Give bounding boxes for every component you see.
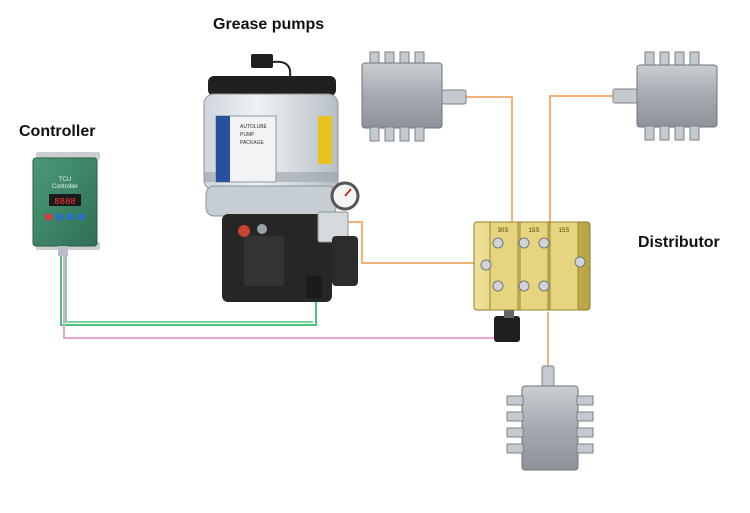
pump-motor-side xyxy=(332,236,358,286)
distributor-mark-3: 15S xyxy=(559,228,570,234)
divider-valve-bottom xyxy=(506,365,594,471)
distributor-switch xyxy=(494,316,520,342)
distributor-mark-2: 15S xyxy=(529,228,540,234)
controller-display-digits: 8888 xyxy=(54,197,76,207)
grease-pump: AUTOLUBE PUMP PACKAGE xyxy=(203,54,360,302)
controller-display xyxy=(49,194,81,206)
pump-warning-sticker xyxy=(318,116,332,164)
signal-lines xyxy=(60,256,494,339)
controller-button-4 xyxy=(78,214,85,220)
fittings-bottom xyxy=(369,126,425,142)
valve-body xyxy=(521,385,579,471)
pump-label-line2: PUMP xyxy=(240,132,255,138)
signal-line-green-2 xyxy=(65,256,313,323)
valve-body xyxy=(361,62,443,129)
controller-unit: TCU Controller 8888 xyxy=(32,152,100,256)
pump-motor-panel xyxy=(244,236,284,286)
controller-cable-gland xyxy=(58,246,68,256)
pump-fitting-2 xyxy=(257,224,267,234)
distributor-segment-1 xyxy=(489,221,519,311)
controller-button-1 xyxy=(45,214,52,220)
label-grease-pumps: Grease pumps xyxy=(213,16,325,33)
pump-connector xyxy=(306,276,322,298)
fittings-top xyxy=(369,51,425,65)
pump-gauge-needle xyxy=(344,188,352,197)
oil-lines xyxy=(348,95,615,368)
pump-red-fitting xyxy=(238,225,250,237)
valve-body xyxy=(636,64,718,128)
pump-base-collar xyxy=(205,185,337,217)
fittings-right xyxy=(576,395,594,454)
valve-inlet-fitting xyxy=(612,88,638,104)
distributor-segment-3 xyxy=(549,221,579,311)
pump-label-line3: PACKAGE xyxy=(240,140,264,146)
controller-title-1: TCU xyxy=(59,177,71,183)
divider-valve-top-right xyxy=(612,51,718,141)
oil-line-top-left xyxy=(466,96,513,222)
signal-line-green xyxy=(60,256,317,326)
fittings-left xyxy=(506,395,524,454)
oil-line-pump-to-distributor xyxy=(348,221,474,264)
valve-inlet-fitting xyxy=(541,365,555,389)
pump-label-stripe xyxy=(216,116,230,182)
controller-button-2 xyxy=(56,214,63,220)
pump-cap-plug xyxy=(251,54,273,68)
pump-lid xyxy=(208,76,336,96)
pump-label-line1: AUTOLUBE xyxy=(240,124,268,130)
fittings-bottom xyxy=(644,125,700,141)
valve-inlet-fitting xyxy=(441,89,467,105)
distributor-switch-cap xyxy=(504,310,514,318)
signal-line-pink xyxy=(63,256,494,339)
distributor-mark-1: 30S xyxy=(498,228,509,234)
distributor-outlets xyxy=(480,237,586,292)
divider-valve-top-left xyxy=(361,51,467,142)
fittings-top xyxy=(644,51,700,67)
label-controller: Controller xyxy=(19,123,96,140)
controller-button-3 xyxy=(67,214,74,220)
distributor-segment-2 xyxy=(519,221,549,311)
label-distributor: Distributor xyxy=(638,234,720,251)
distributor-block: 30S 15S 15S xyxy=(473,221,591,342)
oil-line-top-right xyxy=(549,95,615,222)
pump-cable xyxy=(272,60,292,77)
controller-title-2: Controller xyxy=(52,184,78,190)
